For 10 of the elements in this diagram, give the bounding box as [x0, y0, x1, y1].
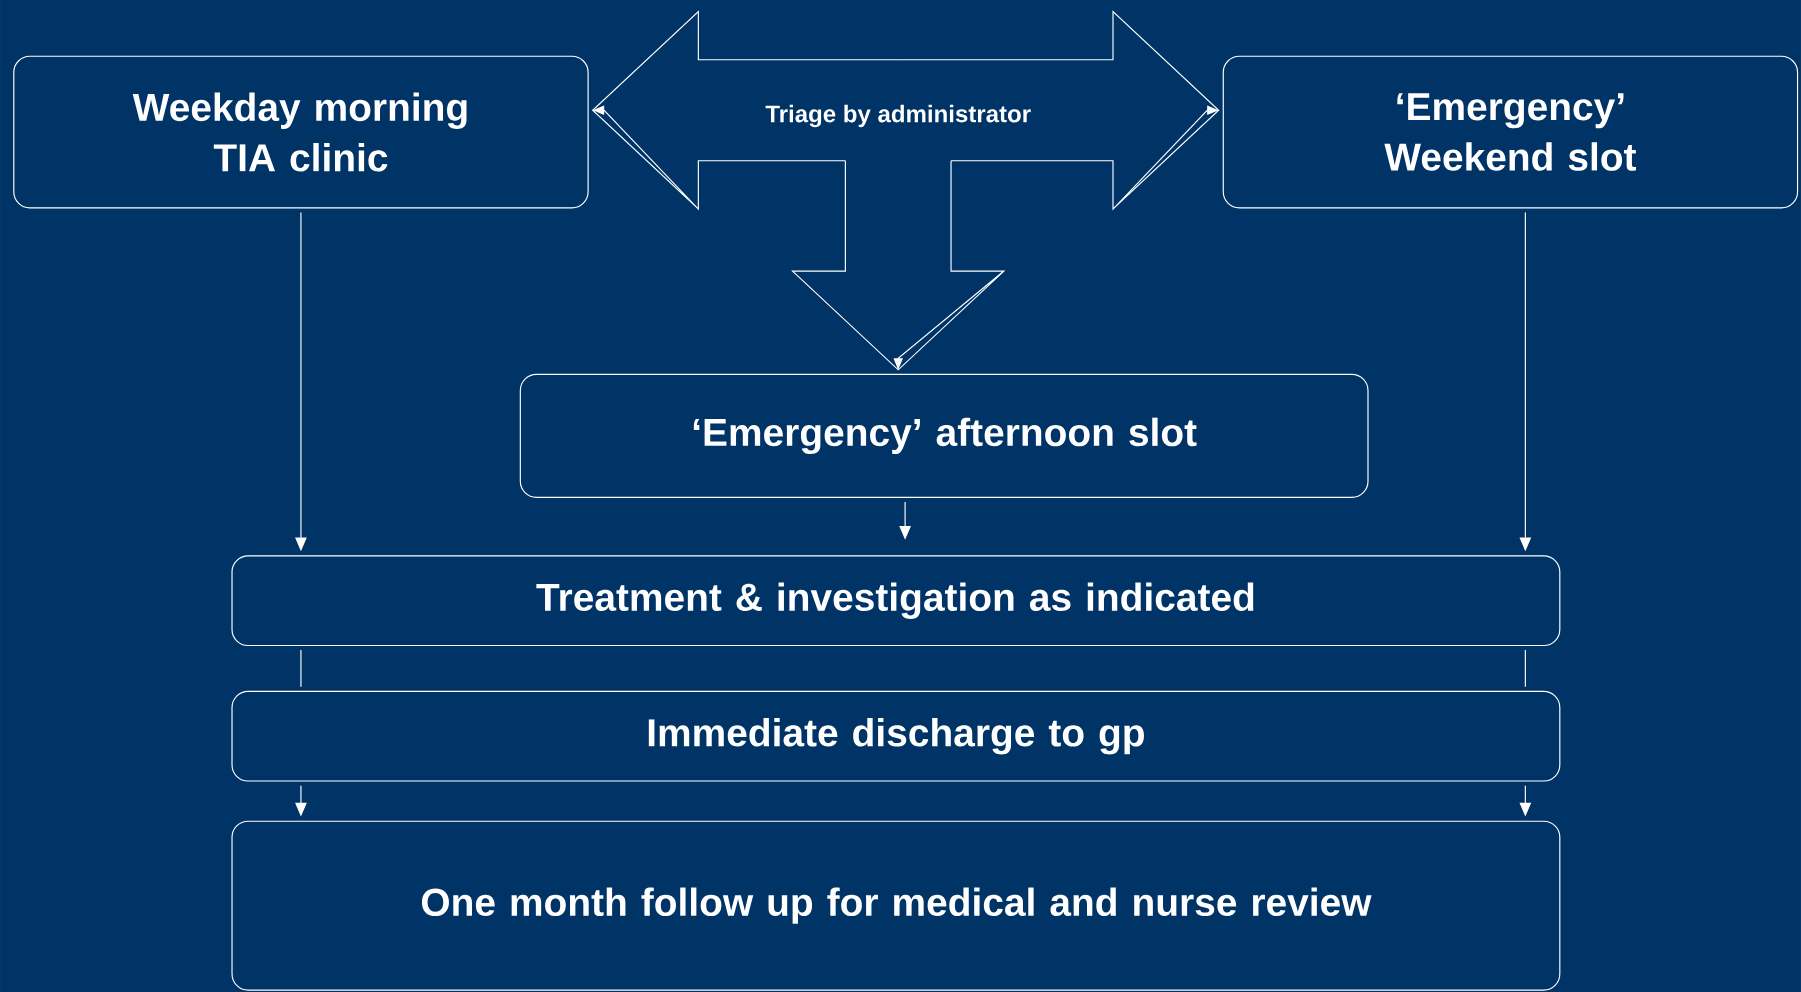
arrow-label: Triage by administrator	[765, 104, 1031, 128]
process-box: ‘Emergency’ Weekend slot	[1222, 55, 1799, 209]
block-arrow	[897, 9, 1220, 211]
process-box: Treatment & investigation as indicated	[231, 555, 1561, 646]
block-arrow	[591, 9, 899, 211]
process-box: ‘Emergency’ afternoon slot	[519, 373, 1369, 498]
process-box: One month follow up for medical and nurse review	[231, 820, 1561, 991]
process-box: Weekday morning TIA clinic	[13, 55, 589, 209]
block-arrow	[791, 160, 1006, 371]
process-box: Immediate discharge to gp	[231, 690, 1561, 782]
